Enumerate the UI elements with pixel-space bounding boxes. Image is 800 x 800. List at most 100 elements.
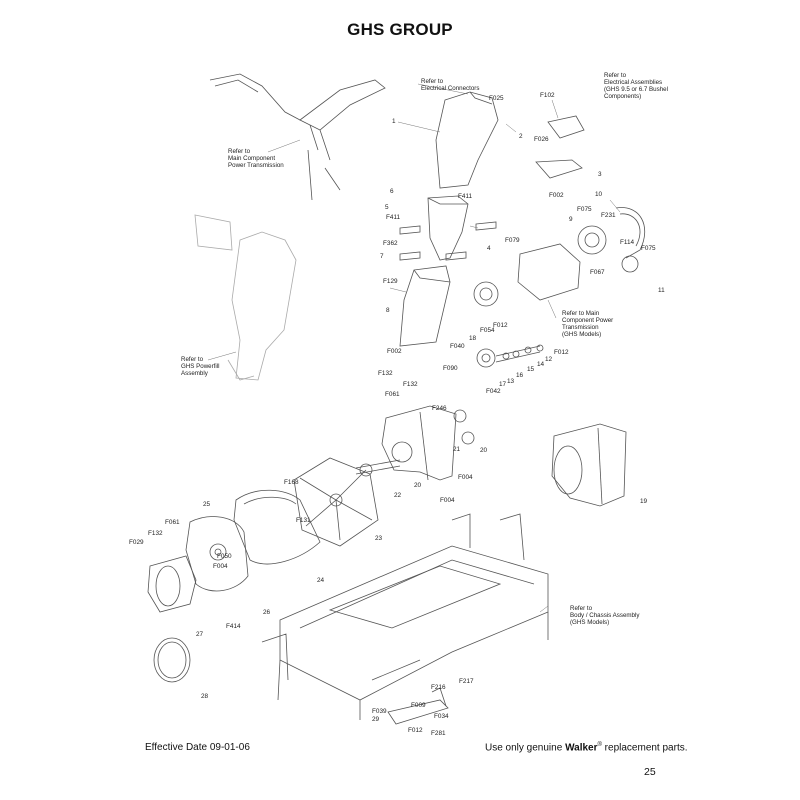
callout-label: 12 — [545, 356, 553, 363]
callout-label: F061 — [165, 519, 180, 526]
genuine-parts-notice: Use only genuine Walker® replacement par… — [485, 742, 688, 754]
callout-label: 14 — [537, 361, 545, 368]
callout-label: 3 — [598, 171, 602, 178]
registered-mark: ® — [597, 742, 602, 748]
callout-label: 11 — [658, 287, 665, 294]
shaft-parts-drawing — [476, 344, 544, 368]
chute-drawing — [435, 91, 499, 189]
callout-label: F079 — [505, 237, 520, 244]
callout-label: F025 — [489, 95, 504, 102]
chassis-frame-drawing — [261, 513, 549, 720]
callout-label: F004 — [458, 474, 473, 481]
callout-label: F411 — [458, 193, 473, 200]
callout-label: 22 — [394, 492, 402, 499]
page-title: GHS GROUP — [347, 20, 453, 39]
page-number: 25 — [644, 766, 656, 778]
callout-label: F042 — [486, 388, 501, 395]
callout-label: 2 — [519, 133, 523, 140]
callout-label: F026 — [534, 136, 549, 143]
callout-label: F075 — [641, 245, 656, 252]
callout-label: F075 — [577, 206, 592, 213]
callout-label: 8 — [386, 307, 390, 314]
callout-label: F132 — [378, 370, 393, 377]
callout-label: 9 — [569, 216, 573, 223]
callout-label: F034 — [434, 713, 449, 720]
callout-label: F411 — [386, 214, 401, 221]
callout-label: F216 — [431, 684, 446, 691]
callout-label: F039 — [372, 708, 387, 715]
callout-label: F012 — [554, 349, 569, 356]
callout-label: 27 — [196, 631, 204, 638]
callout-label: F040 — [450, 343, 465, 350]
callout-label: F231 — [601, 212, 616, 219]
callout-label: 6 — [390, 188, 394, 195]
callout-label: F002 — [387, 348, 402, 355]
fan-housing-drawing — [355, 405, 475, 481]
callout-label: F281 — [431, 730, 446, 737]
callout-label: F114 — [620, 239, 635, 246]
callout-label: F012 — [493, 322, 508, 329]
fan-housing-right-drawing — [551, 423, 627, 507]
callout-label: F009 — [411, 702, 426, 709]
callout-label: F029 — [129, 539, 144, 546]
impeller-drawing — [293, 457, 379, 547]
callout-label: 7 — [380, 253, 384, 260]
callout-label: 23 — [375, 535, 383, 542]
callout-label: 19 — [640, 498, 648, 505]
callout-label: 24 — [317, 577, 325, 584]
powerfill-assembly-drawing — [194, 214, 297, 381]
callout-label: 20 — [480, 447, 488, 454]
callout-label: 13 — [507, 378, 515, 385]
callout-label: F061 — [385, 391, 400, 398]
callout-label: F002 — [549, 192, 564, 199]
callout-label: 18 — [469, 335, 477, 342]
callout-label: 28 — [201, 693, 209, 700]
callout-label: F132 — [148, 530, 163, 537]
housing-band-drawing — [233, 489, 321, 565]
back-plate-drawing — [185, 516, 249, 592]
callout-label: 20 — [414, 482, 422, 489]
callout-label: F090 — [443, 365, 458, 372]
callout-label: 15 — [527, 366, 535, 373]
handle-assembly-drawing — [209, 73, 386, 201]
callout-label: F050 — [217, 553, 232, 560]
callout-label: F067 — [590, 269, 605, 276]
callout-label: 1 — [392, 118, 396, 125]
callout-label: F054 — [480, 327, 495, 334]
callout-label: 17 — [499, 381, 507, 388]
effective-date: Effective Date 09-01-06 — [145, 742, 250, 753]
callout-label: F414 — [226, 623, 241, 630]
bracket-drawing — [387, 687, 449, 725]
callout-label: F246 — [432, 405, 447, 412]
ring-28-drawing — [153, 637, 191, 683]
callout-label: F004 — [440, 497, 455, 504]
callout-label: F132 — [403, 381, 418, 388]
callout-label: 16 — [516, 372, 524, 379]
callout-label: F129 — [383, 278, 398, 285]
callout-label: 25 — [203, 501, 211, 508]
callout-label: 10 — [595, 191, 603, 198]
callout-label: F362 — [383, 240, 398, 247]
callout-label: F217 — [459, 678, 474, 685]
callout-label: F131 — [296, 517, 311, 524]
callout-label: F004 — [213, 563, 228, 570]
callout-label: F102 — [540, 92, 555, 99]
callout-label: F012 — [408, 727, 423, 734]
inlet-ring-drawing — [147, 555, 197, 613]
gearbox-drawing — [473, 207, 645, 307]
callout-label: 4 — [487, 245, 491, 252]
deflector-drawing — [535, 115, 585, 179]
funnel-drawing — [399, 195, 497, 261]
duct-drawing — [399, 265, 451, 347]
callout-label: 5 — [385, 204, 389, 211]
callout-label: 26 — [263, 609, 271, 616]
callout-label: 21 — [453, 446, 461, 453]
callout-label: 29 — [372, 716, 380, 723]
